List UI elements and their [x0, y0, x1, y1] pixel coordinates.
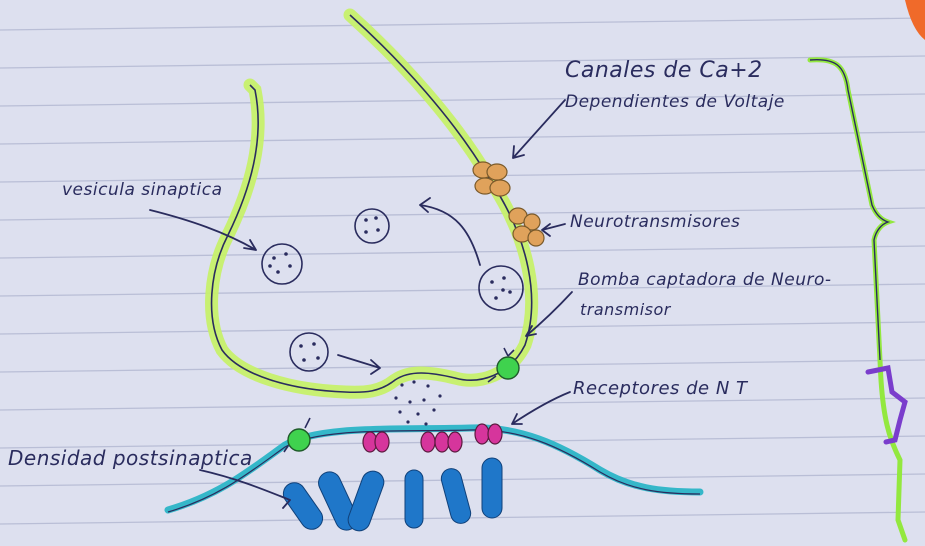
green-bracket [810, 60, 905, 540]
presynaptic-membrane-outline [212, 15, 532, 392]
label-synaptic-vesicle: vesicula sinaptica [62, 180, 222, 200]
label-calcium-channels: Canales de Ca+2 [565, 58, 763, 83]
orange-corner-mark [905, 0, 925, 40]
label-reuptake-pump-line1: Bomba captadora de Neuro- [578, 270, 832, 290]
label-voltage-dependent: Dependientes de Voltaje [565, 92, 785, 112]
label-postsynaptic-density: Densidad postsinaptica [8, 446, 253, 470]
presynaptic-membrane-highlight [212, 15, 532, 392]
label-nt-receptors: Receptores de N T [573, 378, 748, 399]
vesicle-dots [268, 216, 512, 362]
label-reuptake-pump-line2: transmisor [580, 300, 671, 319]
neurotransmitter-dots [394, 380, 441, 425]
postsynaptic-density [279, 458, 502, 534]
label-neurotransmitters: Neurotransmisores [570, 212, 740, 232]
